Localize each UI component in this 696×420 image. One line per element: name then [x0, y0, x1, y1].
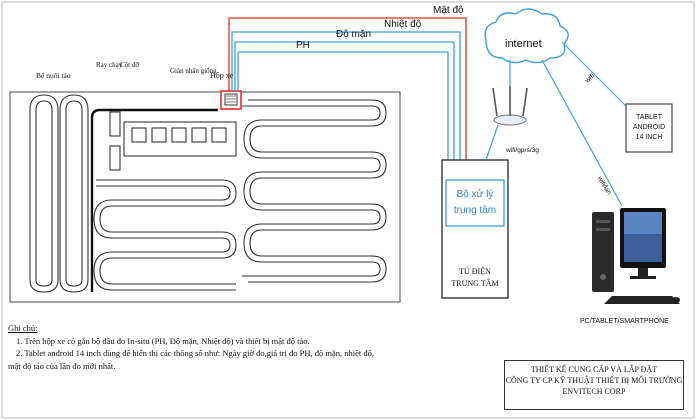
internet-cloud	[484, 8, 569, 64]
internet-label: internet	[505, 38, 542, 50]
tablet-line2: ANDROID	[632, 124, 666, 131]
right-raceways	[242, 99, 387, 283]
cot-do-label: Cột đỡ	[120, 61, 140, 69]
controller-line2: trung tâm	[453, 205, 497, 216]
credit-line3: ENVITECH CORP	[562, 387, 626, 396]
cabinet-line2: TRUNG TÂM	[451, 279, 499, 288]
tablet-box	[625, 103, 673, 153]
notes-line2: 2. Tablet android 14 inch dùng để hiển t…	[16, 348, 374, 358]
label-mat-do: Mật độ	[433, 5, 464, 16]
nursery-racks	[109, 111, 237, 171]
notes-block: Ghi chú: 1. Trên hộp xe có gắn bộ đầu đo…	[8, 322, 438, 372]
notes-title: Ghi chú:	[8, 323, 38, 333]
signal-wires	[228, 17, 467, 180]
label-nhiet-do: Nhiệt độ	[384, 19, 422, 30]
tablet-line3: 14 INCH	[635, 134, 663, 141]
credit-line1: THIẾT KẾ CUNG CẤP VÀ LẮP ĐẶT	[530, 365, 658, 374]
controller-line1: Bộ xử lý	[456, 189, 494, 200]
ray-chay-label: Ray chạy	[96, 61, 123, 69]
label-ph: PH	[296, 40, 310, 51]
notes-line3: mật độ tảo của lần đo mới nhất.	[8, 360, 116, 371]
controller-box	[445, 179, 505, 227]
rail	[90, 108, 218, 292]
tablet-line1: TABLET	[636, 114, 662, 121]
router-icon	[492, 86, 528, 126]
notes-line1: 1. Trên hộp xe có gắn bộ đầu đo In-situ …	[16, 335, 310, 346]
be-nuoi-tao-label: Bể nuôi tảo	[36, 71, 71, 80]
hop-xe-label: Hộp xe	[210, 71, 234, 80]
middle-raceways	[93, 179, 237, 291]
network-links	[485, 41, 629, 207]
computer-label: PC/TABLET/SMARTPHONE	[580, 318, 669, 325]
router-link-label: wifi/gprs/3g	[506, 147, 539, 154]
credit-box: THIẾT KẾ CUNG CẤP VÀ LẮP ĐẶT CÔNG TY CP …	[504, 360, 684, 410]
computer-icon	[592, 208, 680, 304]
gian-nhan-giong-label: Giàn nhân giống	[170, 67, 217, 75]
hop-xe-sensor	[224, 93, 238, 106]
credit-line2: CÔNG TY CP KỸ THUẬT THIẾT BỊ MÔI TRƯỜNG	[505, 376, 683, 385]
cabinet-line1: TỦ ĐIỆN	[459, 267, 491, 276]
pond-boundary	[9, 91, 401, 303]
small-raceways	[29, 94, 89, 293]
hop-xe-box	[220, 90, 242, 110]
label-do-man: Độ mặn	[336, 29, 372, 40]
